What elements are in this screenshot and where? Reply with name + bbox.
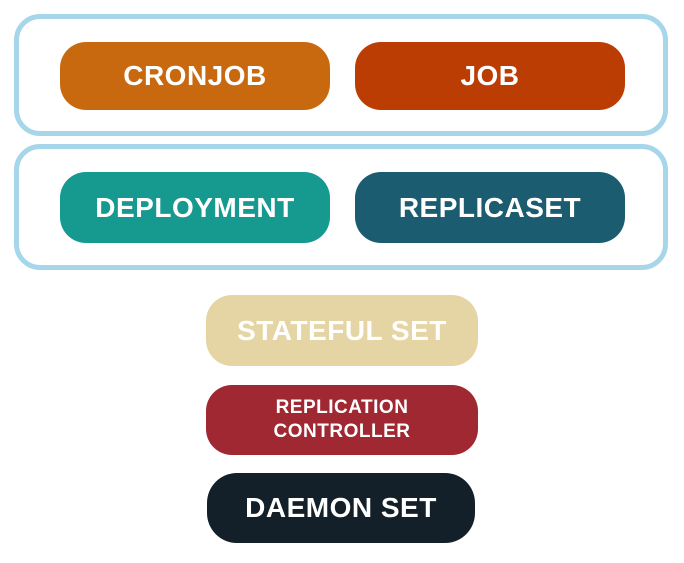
deployment-node: DEPLOYMENT — [60, 172, 330, 243]
cronjob-node: CRONJOB — [60, 42, 330, 110]
deployment-label: DEPLOYMENT — [95, 191, 295, 223]
daemonset-node: DAEMON SET — [207, 473, 475, 543]
daemonset-label: DAEMON SET — [245, 492, 437, 523]
statefulset-label: STATEFUL SET — [237, 314, 447, 346]
job-label: JOB — [460, 60, 520, 91]
statefulset-node: STATEFUL SET — [206, 295, 478, 366]
replicaset-node: REPLICASET — [355, 172, 625, 243]
cronjob-label: CRONJOB — [123, 60, 267, 91]
replication-controller-label: REPLICATION CONTROLLER — [273, 397, 411, 442]
replication-controller-node: REPLICATION CONTROLLER — [206, 385, 478, 455]
replicaset-label: REPLICASET — [398, 191, 582, 223]
job-node: JOB — [355, 42, 625, 110]
